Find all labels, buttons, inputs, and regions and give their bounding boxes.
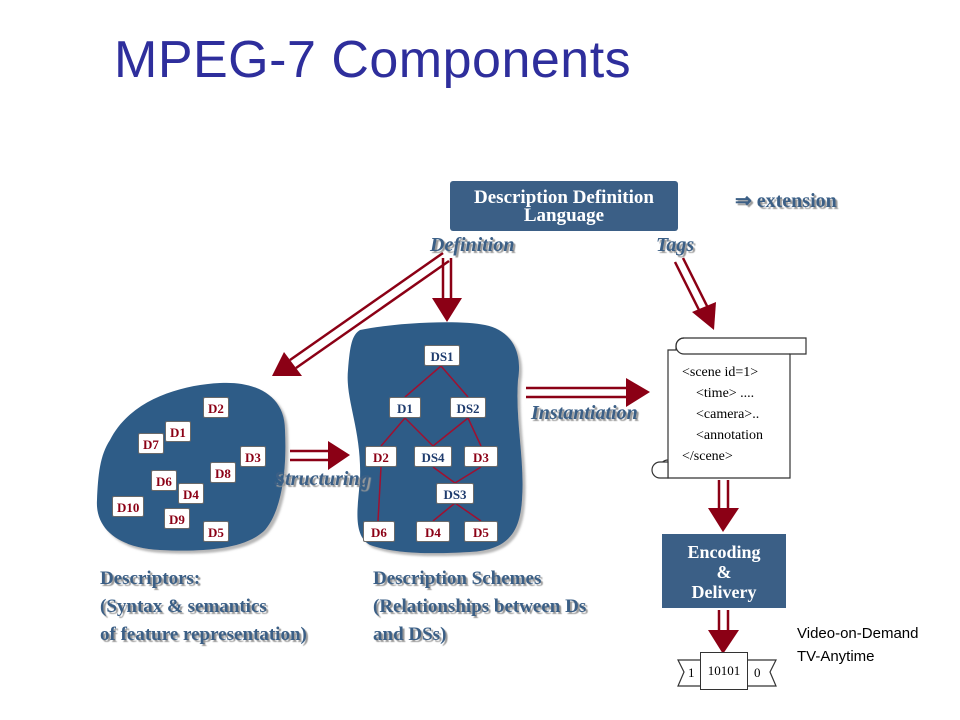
arrows xyxy=(272,251,739,654)
application-tv-anytime: TV-Anytime xyxy=(797,648,875,665)
xml-line: <camera>.. xyxy=(682,407,760,422)
arrow-tags-to-xml xyxy=(673,257,716,330)
xml-content: <scene id=1> <time> .... <camera>.. <ann… xyxy=(682,362,763,467)
scheme-node-ds4: DS4 xyxy=(414,446,452,467)
schemes-blob xyxy=(347,322,523,554)
descriptor-node-d6: D6 xyxy=(151,470,177,491)
xml-scroll xyxy=(651,337,807,479)
encoding-line-3: Delivery xyxy=(691,582,757,602)
arrow-xml-to-encoding xyxy=(708,480,739,532)
schemes-caption-line: and DSs) xyxy=(373,624,447,645)
descriptor-node-d4: D4 xyxy=(178,483,204,504)
arrow-definition-to-descriptors xyxy=(272,251,450,376)
descriptor-node-d8: D8 xyxy=(210,462,236,483)
descriptors-blob xyxy=(96,382,286,551)
scheme-node-d4: D4 xyxy=(416,521,450,542)
descriptors-caption-line: (Syntax & semantics xyxy=(100,596,267,617)
schemes-caption-line: (Relationships between Ds xyxy=(373,596,587,617)
ddl-line-2: Language xyxy=(523,205,605,226)
application-vod: Video-on-Demand xyxy=(797,625,919,642)
applications-text: Video-on-Demand TV-Anytime xyxy=(797,622,918,668)
descriptor-node-d3: D3 xyxy=(240,446,266,467)
encoding-line-1: Encoding xyxy=(687,542,761,562)
encoding-line-2: & xyxy=(716,562,732,582)
arrow-structuring xyxy=(290,441,350,470)
descriptor-node-d5: D5 xyxy=(203,521,229,542)
descriptor-node-d7: D7 xyxy=(138,433,164,454)
arrow-definition-to-schemes xyxy=(432,258,462,322)
schemes-caption: Description Schemes (Relationships betwe… xyxy=(373,565,586,649)
descriptor-node-d1: D1 xyxy=(165,421,191,442)
encoding-delivery-box: Encoding & Delivery xyxy=(662,534,786,608)
bitstream-packet: 10101 xyxy=(700,652,748,690)
arrow-encoding-to-bitstream xyxy=(708,610,739,654)
ddl-box: Description Definition Language xyxy=(450,181,678,231)
structuring-label: Structuring xyxy=(274,468,370,490)
descriptors-caption-line: of feature representation) xyxy=(100,624,307,645)
scheme-node-d3: D3 xyxy=(464,446,498,467)
slide-title: MPEG-7 Components xyxy=(114,31,632,89)
scheme-node-ds2: DS2 xyxy=(450,397,486,418)
scheme-node-d5: D5 xyxy=(464,521,498,542)
xml-line: </scene> xyxy=(682,449,733,464)
schemes-caption-line: Description Schemes xyxy=(373,568,542,589)
descriptors-caption-line: Descriptors: xyxy=(100,568,201,589)
tags-label: Tags xyxy=(656,234,695,256)
ddl-line-1: Description Definition xyxy=(474,187,654,208)
definition-label: Definition xyxy=(430,234,515,256)
extension-label: ⇒ extension xyxy=(735,190,837,212)
descriptor-node-d10: D10 xyxy=(112,496,145,517)
ds-tree-lines xyxy=(377,365,482,522)
bitstream-right: 0 xyxy=(754,665,761,680)
descriptor-node-d2: D2 xyxy=(203,397,229,418)
scheme-node-ds3: DS3 xyxy=(436,483,474,504)
instantiation-label: Instantiation xyxy=(531,402,638,424)
scheme-node-d6: D6 xyxy=(363,521,395,542)
descriptors-caption: Descriptors: (Syntax & semantics of feat… xyxy=(100,565,307,649)
scheme-node-ds1: DS1 xyxy=(424,345,460,366)
arrow-instantiation xyxy=(526,378,650,407)
xml-line: <time> .... xyxy=(682,386,755,401)
xml-line: <annotation xyxy=(682,428,763,443)
descriptor-node-d9: D9 xyxy=(164,508,190,529)
bitstream-left: 1 xyxy=(688,665,695,680)
xml-line: <scene id=1> xyxy=(682,365,759,380)
scheme-node-d1: D1 xyxy=(389,397,421,418)
scheme-node-d2: D2 xyxy=(365,446,397,467)
